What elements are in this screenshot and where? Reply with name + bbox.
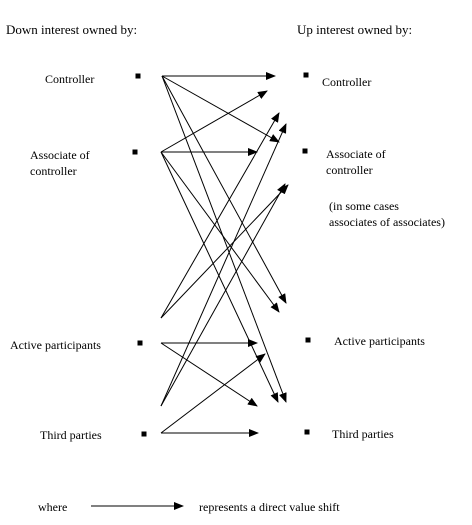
- arrow-l2-to-r4: [160, 151, 279, 403]
- left-column-header: Down interest owned by:: [6, 22, 138, 37]
- arrow-l4-to-r2: [160, 183, 286, 407]
- node-dot-l2: [132, 149, 138, 155]
- arrow-l1-to-r4: [161, 75, 287, 403]
- arrow-l2-to-r3: [160, 151, 280, 313]
- right-column-header: Up interest owned by:: [297, 22, 413, 37]
- arrow-l1-to-r3: [161, 75, 287, 304]
- legend-description: represents a direct value shift: [199, 500, 340, 514]
- node-dot-l1: [135, 73, 141, 79]
- arrow-l1-to-r2: [161, 75, 280, 143]
- left-label-active-participants: Active participants: [10, 338, 101, 352]
- node-dot-r2: [302, 148, 308, 154]
- left-label-third-parties: Third parties: [40, 428, 102, 442]
- left-label-associate-of-controller: Associate of controller: [30, 148, 90, 178]
- node-dot-l4: [141, 431, 147, 437]
- arrow-l3-to-r1: [160, 112, 280, 319]
- arrow-l4-to-r1: [160, 123, 287, 407]
- right-note-associates: (in some cases associates of associates): [329, 199, 445, 229]
- legend-where-label: where: [38, 500, 68, 514]
- right-label-controller: Controller: [322, 75, 372, 89]
- arrow-l3-to-r2: [160, 184, 289, 319]
- arrow-l4-to-r3: [160, 353, 266, 434]
- left-label-controller: Controller: [45, 72, 95, 86]
- node-dot-r1: [303, 72, 309, 78]
- arrow-l3-to-r4: [160, 342, 258, 407]
- right-label-third-parties: Third parties: [332, 427, 394, 441]
- node-dot-r4: [304, 429, 310, 435]
- right-label-active-participants: Active participants: [334, 334, 425, 348]
- arrow-l2-to-r1: [160, 90, 268, 153]
- node-dot-r3: [305, 337, 311, 343]
- right-label-associate-of-controller: Associate of controller: [326, 147, 386, 177]
- node-dot-l3: [137, 340, 143, 346]
